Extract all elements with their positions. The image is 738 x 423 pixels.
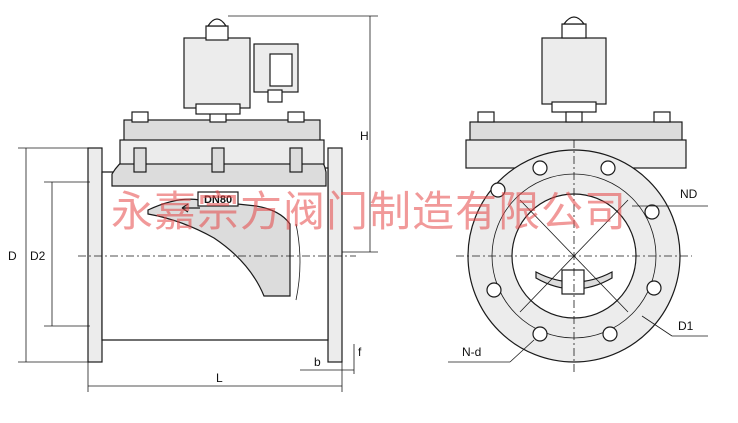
bolt-hole (532, 326, 548, 342)
bolt-hole (490, 182, 506, 198)
bolt-shaft-left (133, 147, 147, 173)
n-d-label: N-d (462, 345, 481, 359)
bolt-hole (532, 160, 548, 176)
b-label: b (314, 355, 321, 369)
nd-hole-leader (509, 339, 535, 363)
bolt-shaft-center (211, 147, 225, 173)
bonnet (123, 119, 321, 143)
bolt-hole (486, 282, 502, 298)
fv-coil-base (551, 101, 597, 113)
body-mark: DN80 (204, 194, 232, 206)
nd-label: ND (680, 187, 698, 201)
d2-label: D2 (30, 249, 46, 263)
h-label: H (360, 129, 369, 143)
outlet-curve (295, 223, 301, 301)
coil-base (195, 103, 241, 115)
bore-seat (535, 271, 613, 290)
cap-knob (206, 18, 228, 27)
l-label: L (216, 371, 223, 385)
coil-top-cap (205, 25, 229, 41)
f-label: f (358, 345, 362, 359)
internal-seat (147, 198, 291, 297)
fv-bonnet (469, 121, 683, 143)
bolt-hole (602, 326, 618, 342)
bore-stem (561, 269, 585, 295)
bolt-left (131, 111, 149, 123)
coil-housing (183, 37, 251, 109)
junction-plug (269, 53, 293, 87)
side-view: DN80 H D D2 L b f (8, 15, 378, 392)
right-flange (327, 147, 343, 363)
body-label-plate (197, 191, 239, 207)
bolt-right (287, 111, 305, 123)
d1-leader (641, 315, 673, 337)
bolt-hole (644, 204, 660, 220)
left-flange (87, 147, 103, 363)
fv-cap-knob (562, 16, 586, 25)
bolt-hole (646, 280, 662, 296)
flow-arrow (181, 203, 200, 213)
d-label: D (8, 249, 17, 263)
fv-bolt-left (477, 111, 495, 123)
fv-diagonal-2 (519, 199, 629, 313)
d1-label: D1 (678, 319, 694, 333)
flange-view: ND D1 N-d (448, 16, 708, 372)
bolt-hole (600, 160, 616, 176)
fv-bolt-right (653, 111, 671, 123)
fv-coil-top (561, 23, 587, 39)
cable-gland (267, 89, 283, 103)
fv-bolt-center (565, 111, 583, 123)
fv-coil-housing (541, 37, 607, 105)
bolt-shaft-right (289, 147, 303, 173)
